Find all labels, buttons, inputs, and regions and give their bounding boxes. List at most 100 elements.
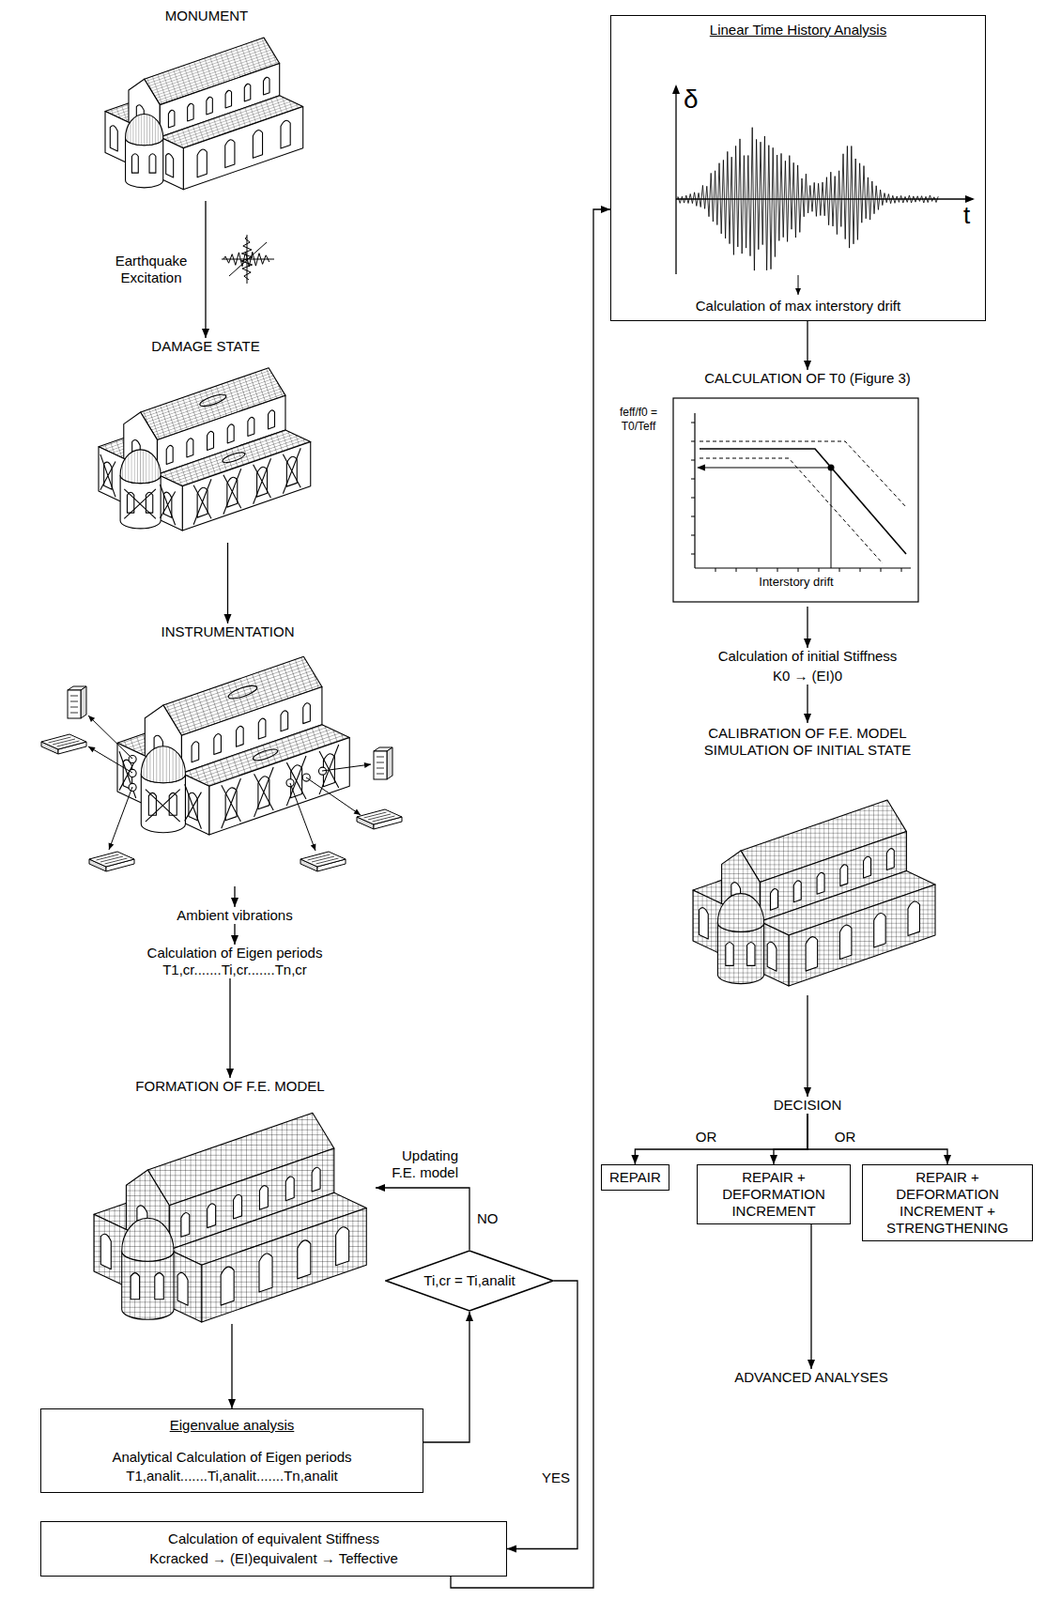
chart-tick xyxy=(756,568,758,572)
connector-line xyxy=(806,995,808,1097)
chart-tick xyxy=(818,568,820,572)
step-node: DAMAGE STATE xyxy=(98,338,313,543)
instrument xyxy=(41,734,87,750)
ground-motion-record xyxy=(241,236,253,280)
chart-curve xyxy=(699,448,907,554)
window xyxy=(207,430,215,450)
window xyxy=(247,416,255,436)
instrument-detail xyxy=(364,812,387,818)
window xyxy=(747,941,755,966)
window xyxy=(816,872,825,894)
instrument-detail xyxy=(376,756,385,758)
instrument-detail xyxy=(70,712,78,714)
instrument-detail xyxy=(96,854,120,861)
aisle-wall xyxy=(183,107,303,190)
window xyxy=(109,125,118,152)
chart-tick xyxy=(901,568,903,572)
instrument xyxy=(89,851,135,867)
chart-tick xyxy=(691,535,695,537)
connector xyxy=(450,205,611,1588)
chart-tick xyxy=(691,460,695,462)
crack xyxy=(223,468,242,515)
window xyxy=(840,864,848,887)
window xyxy=(263,76,270,95)
annotation-label: OR xyxy=(695,1128,718,1146)
node-text: CALIBRATION OF F.E. MODEL SIMULATION OF … xyxy=(666,724,949,759)
connector xyxy=(807,1113,952,1165)
window xyxy=(214,734,222,755)
window xyxy=(805,937,817,971)
window xyxy=(225,90,231,108)
sensor-lead xyxy=(108,786,133,850)
decision-diamond: Ti,cr = Ti,analit xyxy=(384,1249,554,1312)
basilica-drawing xyxy=(105,37,304,190)
crack xyxy=(254,767,275,817)
annotation-label: δ xyxy=(683,84,699,115)
sensor-lead xyxy=(88,715,133,759)
connector xyxy=(803,606,812,648)
instrument-detail xyxy=(70,701,78,703)
node-text: T1,analit.......Ti,analit.......Tn,anali… xyxy=(50,1467,414,1485)
window xyxy=(236,725,245,747)
instrument-detail xyxy=(372,815,396,822)
window xyxy=(863,856,872,878)
connector-line xyxy=(227,542,229,624)
crack xyxy=(184,784,202,829)
annotation-label: Interstory drift xyxy=(758,574,833,590)
arrowhead xyxy=(226,1068,234,1078)
process-box: Calculation of equivalent StiffnessKcrac… xyxy=(40,1521,508,1577)
edge-label: Earthquake Excitation xyxy=(107,252,195,287)
arrowhead xyxy=(364,762,371,769)
chart-tick xyxy=(691,478,695,480)
chart-reading xyxy=(830,467,832,569)
sensor xyxy=(286,779,294,787)
instrument-detail xyxy=(307,854,331,861)
window xyxy=(166,153,174,178)
sensor-lead xyxy=(88,746,133,773)
connector-line xyxy=(634,1113,808,1165)
annotation-label: OR xyxy=(834,1128,857,1146)
connector xyxy=(803,321,812,370)
node-text: Calculation of Eigen periods xyxy=(147,944,324,962)
connector xyxy=(375,1184,470,1250)
step-node: Calculation of Eigen periodsT1,cr.......… xyxy=(147,944,324,979)
arrowhead xyxy=(507,1545,517,1554)
instrument-detail xyxy=(70,707,78,708)
instrument-detail xyxy=(48,737,72,743)
instrument-detail xyxy=(376,768,385,770)
process-box: Eigenvalue analysisAnalytical Calculatio… xyxy=(40,1408,424,1493)
window xyxy=(285,1176,294,1201)
window xyxy=(154,1273,164,1300)
chart-tick xyxy=(715,568,717,572)
basilica-drawing xyxy=(117,656,350,835)
node-text: FORMATION OF F.E. MODEL xyxy=(84,1077,376,1095)
window xyxy=(206,96,213,115)
crack xyxy=(282,447,301,494)
window xyxy=(886,848,894,871)
connector xyxy=(230,886,239,908)
instrument xyxy=(373,751,387,780)
node-text: T1,cr.......Ti,cr.......Tn,cr xyxy=(147,961,324,979)
edge-label: YES xyxy=(541,1469,570,1487)
connector xyxy=(228,1323,236,1409)
crack xyxy=(193,478,212,525)
step-node: CALCULATION OF T0 (Figure 3) xyxy=(657,369,958,607)
window xyxy=(336,1227,350,1266)
chart-tick xyxy=(691,441,695,443)
time-history-signal xyxy=(677,127,939,271)
node-text: Eigenvalue analysis xyxy=(50,1416,414,1434)
sensor-lead xyxy=(322,764,371,771)
step-node: INSTRUMENTATION xyxy=(37,623,418,887)
connector-line xyxy=(773,1113,808,1165)
instrument-detail xyxy=(376,762,385,764)
arrowhead xyxy=(228,1399,236,1409)
node-text: INSTRUMENTATION xyxy=(37,623,418,641)
window xyxy=(166,445,173,464)
chart-tick xyxy=(691,516,695,518)
window xyxy=(874,913,886,948)
instrument xyxy=(67,690,81,719)
arrowhead xyxy=(201,328,210,339)
chart-axis xyxy=(693,413,695,569)
window xyxy=(207,1203,216,1229)
